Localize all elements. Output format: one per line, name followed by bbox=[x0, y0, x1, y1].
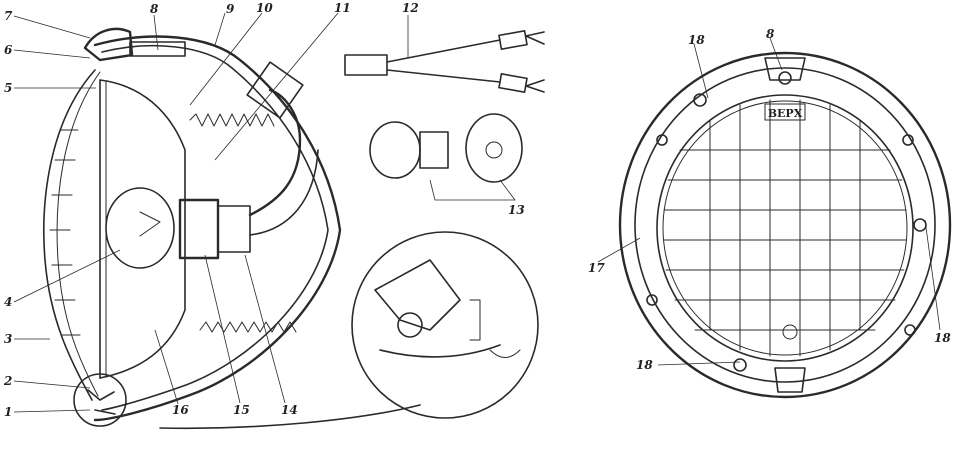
bulb-filament bbox=[139, 211, 161, 237]
lens-hatching bbox=[49, 129, 81, 336]
cable bbox=[248, 88, 302, 217]
cable-2 bbox=[249, 149, 319, 236]
detail-zoom bbox=[351, 231, 539, 419]
wire-sleeve-2 bbox=[498, 73, 528, 93]
callout-7: 7 bbox=[4, 9, 13, 23]
terminal-fork-1 bbox=[525, 31, 545, 45]
lens-mark-top: ВЕРХ bbox=[768, 107, 803, 120]
bottom-clamp bbox=[87, 389, 116, 415]
callout-15: 15 bbox=[233, 403, 250, 417]
detail-bulb-base bbox=[419, 131, 449, 169]
top-bracket bbox=[764, 57, 806, 81]
front-callout-17: 17 bbox=[588, 261, 605, 275]
housing-inner-line bbox=[101, 44, 329, 411]
zoom-arrow bbox=[159, 404, 421, 430]
lens-mark-box bbox=[764, 103, 806, 121]
callout-8: 8 bbox=[150, 2, 159, 16]
front-lens-inner bbox=[662, 100, 908, 356]
zoom-circle bbox=[351, 231, 539, 419]
zoom-chain bbox=[469, 299, 521, 358]
callout-labels: 1 2 3 4 5 6 7 8 9 10 11 12 13 14 15 16 1… bbox=[3, 1, 951, 419]
callout-3: 3 bbox=[4, 332, 12, 346]
callout-16: 16 bbox=[172, 403, 189, 417]
callout-2: 2 bbox=[3, 374, 12, 388]
zoom-rim bbox=[379, 344, 501, 358]
cable-plug bbox=[344, 54, 388, 76]
front-lens-edge bbox=[656, 94, 914, 362]
callout-12: 12 bbox=[402, 1, 419, 15]
callout-11: 11 bbox=[334, 1, 351, 15]
detail-bulb bbox=[369, 121, 421, 179]
callout-9: 9 bbox=[226, 2, 235, 16]
front-mounting-holes bbox=[646, 93, 927, 372]
front-leaders bbox=[597, 37, 941, 366]
front-callout-18b: 18 bbox=[636, 358, 653, 372]
callout-10: 10 bbox=[256, 1, 273, 15]
bottom-bracket bbox=[774, 367, 806, 393]
front-callout-8: 8 bbox=[766, 27, 775, 41]
zoom-screw bbox=[397, 312, 423, 338]
detail-socket-disc bbox=[465, 113, 523, 183]
cable-assembly bbox=[344, 15, 545, 93]
callout-5: 5 bbox=[4, 81, 12, 95]
zoom-clamp-body bbox=[374, 259, 461, 331]
headlamp-section-view bbox=[43, 27, 342, 427]
lens-mark-bottom bbox=[782, 324, 798, 340]
front-callout-18c: 18 bbox=[934, 331, 951, 345]
cable-wires bbox=[386, 39, 501, 83]
callout-14: 14 bbox=[281, 403, 298, 417]
front-outer-rim bbox=[618, 51, 952, 399]
rear-plug bbox=[246, 61, 304, 119]
callout-13: 13 bbox=[508, 203, 525, 217]
bottom-clamp-circle bbox=[73, 373, 127, 427]
callout-1: 1 bbox=[4, 405, 12, 419]
housing-shell bbox=[93, 35, 342, 422]
front-mid-ring bbox=[634, 67, 936, 383]
adjust-screw bbox=[129, 41, 186, 57]
headlamp-front-view: ВЕРХ bbox=[618, 51, 952, 399]
detail-socket-hole bbox=[485, 141, 503, 159]
bulb bbox=[105, 187, 175, 269]
lower-spring bbox=[199, 321, 297, 333]
bulb-socket-detail bbox=[369, 113, 523, 201]
terminal-fork-2 bbox=[525, 79, 545, 93]
callout-4: 4 bbox=[4, 295, 12, 309]
lens-glass bbox=[43, 69, 96, 401]
callout-6: 6 bbox=[4, 43, 13, 57]
reflector bbox=[99, 79, 186, 379]
top-clamp bbox=[83, 27, 134, 62]
wire-sleeve-1 bbox=[498, 30, 528, 50]
lens-pattern bbox=[663, 99, 907, 357]
upper-spring bbox=[189, 113, 275, 127]
lens-glass-inner bbox=[56, 71, 101, 397]
top-adjust-screw bbox=[778, 71, 792, 85]
section-leaders bbox=[13, 12, 339, 413]
socket-connector bbox=[217, 205, 251, 253]
front-callout-18a: 18 bbox=[688, 33, 705, 47]
